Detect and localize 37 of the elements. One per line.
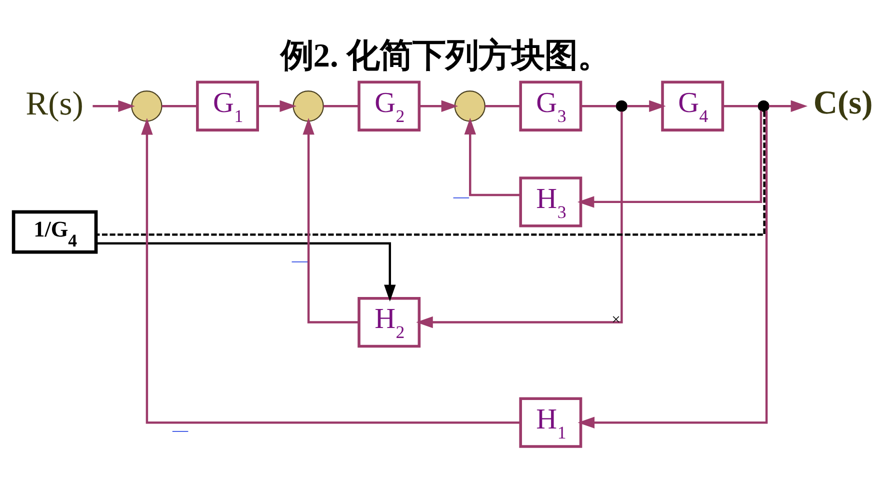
node-dot	[615, 100, 627, 112]
node-circle	[454, 90, 485, 122]
edge-label: —	[291, 252, 307, 270]
node-box: G$_{2}$	[357, 80, 420, 132]
node-box: H$_{1}$	[518, 397, 582, 448]
connector	[580, 105, 616, 108]
arrow	[96, 242, 396, 302]
connector	[484, 105, 520, 108]
node-circle	[292, 90, 324, 122]
edge-label: —	[172, 422, 188, 440]
connector	[96, 111, 765, 236]
arrow	[577, 110, 768, 428]
node-box: 1/G$_{4}$	[11, 210, 98, 254]
node-box: G$_{1}$	[196, 80, 258, 132]
node-dot	[757, 100, 769, 112]
node-text: C(s)	[812, 84, 872, 122]
arrow	[576, 110, 762, 208]
node-box: H$_{3}$	[518, 176, 582, 228]
node-box: G$_{3}$	[518, 80, 582, 132]
arrow	[768, 100, 808, 112]
arrow	[92, 100, 134, 112]
edge-label: —	[452, 188, 469, 206]
arrow	[140, 118, 520, 424]
arrow	[464, 118, 520, 196]
node-box: H$_{2}$	[357, 296, 420, 348]
diagram-title: 例2. 化简下列方块图。	[280, 38, 610, 75]
arrow	[626, 100, 666, 112]
connector	[161, 105, 197, 108]
connector	[323, 105, 358, 108]
arrow	[419, 100, 458, 112]
arrow	[258, 100, 296, 112]
connector	[722, 105, 758, 108]
arrow	[416, 111, 622, 328]
node-circle	[130, 90, 162, 122]
node-box: G$_{4}$	[660, 80, 724, 132]
node-text: R(s)	[25, 85, 83, 122]
arrow	[302, 118, 358, 324]
